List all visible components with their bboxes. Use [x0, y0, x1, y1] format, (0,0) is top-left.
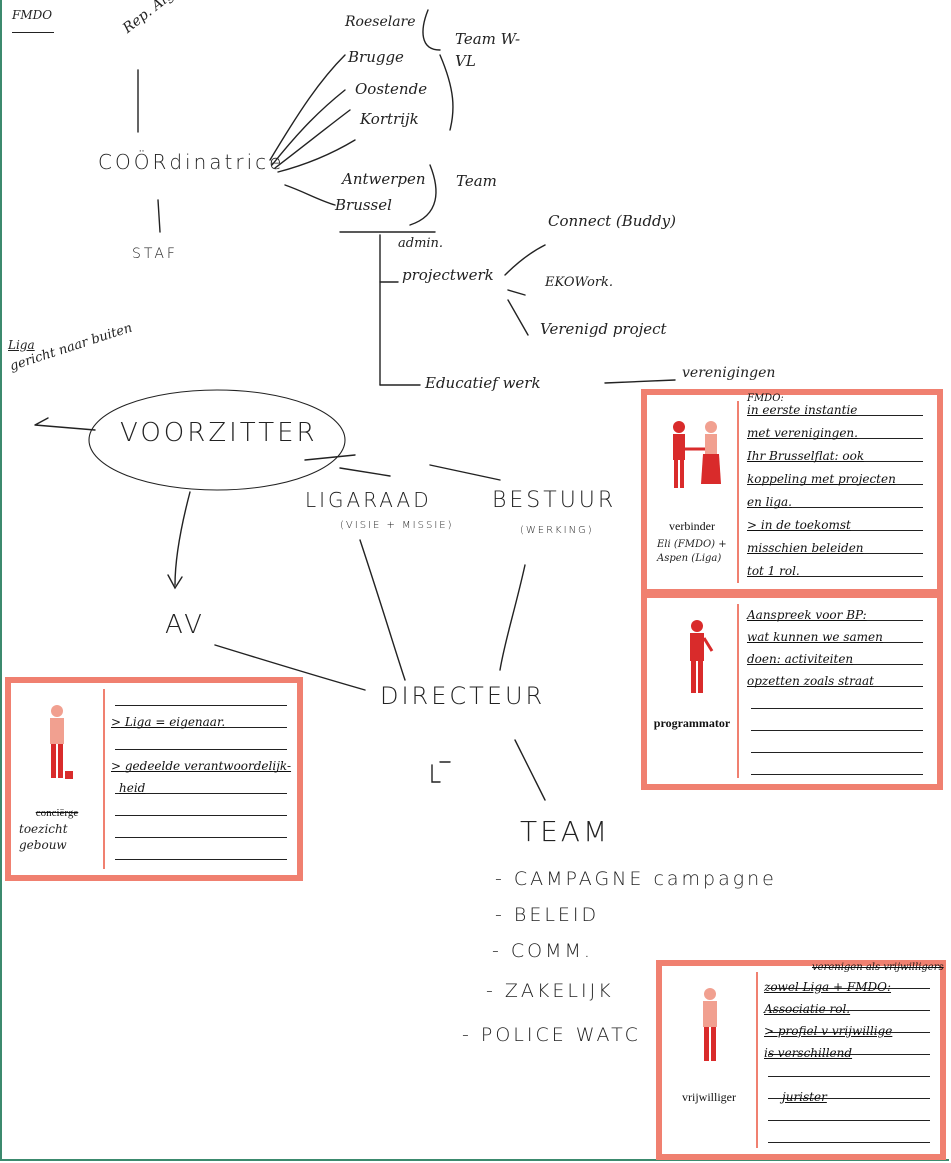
coordinator-label: COÖRdinatrice	[98, 150, 285, 174]
vrijwilliger-note-0: zowel Liga + FMDO:	[764, 980, 892, 994]
programmator-note-0: Aanspreek voor BP:	[747, 608, 867, 622]
team-item-beleid: - BELEID	[495, 904, 600, 926]
branch-ekowork: EKOWork.	[545, 275, 614, 290]
staf-label: STAF	[132, 246, 178, 262]
programmator-note-1: wat kunnen we samen	[747, 630, 883, 644]
city-antwerpen: Antwerpen	[342, 170, 426, 188]
line-coord-kortrijk	[277, 139, 356, 173]
team-label: Team	[456, 172, 497, 190]
city-brugge: Brugge	[348, 48, 404, 66]
verbinder-note-4: koppeling met projecten	[747, 472, 896, 486]
ligaraad-sub: (VISIE + MISSIE)	[340, 520, 454, 531]
voorzitter-ellipse	[88, 389, 346, 491]
team-item-zakelijk: - ZAKELIJK	[486, 980, 614, 1002]
vrijwilliger-note-4: jurister	[782, 1090, 827, 1104]
verbinder-note-3: Ihr Brusselflat: ook	[747, 449, 865, 463]
concierge-note-2: heid	[119, 781, 146, 795]
verbinder-note-6: > in de toekomst	[747, 518, 851, 532]
ligaraad-label: LIGARAAD	[305, 488, 432, 512]
verbinder-note-0: FMDO:	[747, 393, 784, 404]
concierge-note-0: > Liga = eigenaar.	[111, 715, 226, 729]
card-vrijwilliger: vrijwilliger verenigen als vrijwilligers…	[656, 960, 946, 1160]
card-concierge: conciërge toezicht gebouw > Liga = eigen…	[5, 677, 303, 881]
card-verbinder: verbinder Eli (FMDO) + Aspen (Liga) FMDO…	[641, 389, 943, 595]
bestuur-sub: (WERKING)	[520, 525, 594, 536]
voorzitter-label: VOORZITTER	[120, 418, 318, 448]
line-coord-oostende	[274, 109, 351, 169]
programmator-figure-icon	[690, 620, 714, 693]
line-coord-brugge	[271, 89, 346, 166]
city-kortrijk: Kortrijk	[360, 110, 419, 128]
city-brussel: Brussel	[335, 196, 392, 214]
team-item-comm: - COMM.	[492, 940, 593, 962]
city-roeselare: Roeselare	[345, 14, 416, 30]
av-label: AV	[165, 610, 205, 640]
programmator-note-3: opzetten zoals straat	[747, 674, 874, 688]
vrijwilliger-note-1: Associatie rol.	[764, 1002, 851, 1016]
verbinder-note-8: tot 1 rol.	[747, 564, 800, 578]
liga-note-top: Liga	[8, 338, 35, 352]
concierge-note-1: > gedeelde verantwoordelijk-	[111, 759, 292, 773]
team-wvl-label: Team W-VL	[455, 30, 521, 70]
header-label: FMDO	[12, 8, 53, 22]
team-heading: TEAM	[520, 815, 611, 848]
branch-educatief: Educatief werk	[425, 374, 541, 392]
verbinder-note-5: en liga.	[747, 495, 792, 509]
vrijwilliger-top-note: verenigen als vrijwilligers	[812, 962, 944, 973]
vrijwilliger-note-2: > profiel v vrijwillige	[764, 1024, 893, 1038]
branch-admin: admin.	[398, 236, 444, 251]
line-coord-roeselare	[269, 54, 346, 161]
branch-verenigd: Verenigd project	[540, 320, 667, 338]
verbinder-note-2: met verenigingen.	[747, 426, 858, 440]
directeur-label: DIRECTEUR	[380, 682, 546, 710]
vrijwilliger-figure-icon	[703, 988, 717, 1061]
verbinder-note-1: in eerste instantie	[747, 403, 858, 417]
concierge-figure-icon	[50, 705, 73, 779]
verbinder-role: verbinder	[669, 519, 715, 533]
concierge-role: conciërge	[35, 807, 79, 819]
vrijwilliger-note-3: is verschillend	[764, 1046, 853, 1060]
verbinder-figure-icon	[673, 421, 721, 488]
verbinder-note-7: misschien beleiden	[747, 541, 864, 555]
branch-projectwerk: projectwerk	[402, 266, 494, 284]
team-item-police-watch: - POLICE WATC	[462, 1024, 641, 1046]
programmator-role: programmator	[653, 716, 731, 730]
vrijwilliger-role: vrijwilliger	[682, 1090, 736, 1104]
card-programmator: programmator Aanspreek voor BP: wat kunn…	[641, 592, 943, 790]
branch-verenigingen: verenigingen	[682, 365, 776, 381]
branch-connect: Connect (Buddy)	[548, 212, 676, 230]
team-item-campagne: - CAMPAGNE campagne	[495, 868, 777, 890]
line-coord-staf	[157, 199, 161, 233]
programmator-note-2: doen: activiteiten	[747, 652, 854, 666]
line-coord-brussel	[284, 184, 336, 206]
verbinder-names: Eli (FMDO) + Aspen (Liga)	[657, 539, 727, 564]
header-underline	[12, 32, 54, 33]
bestuur-label: BESTUUR	[492, 488, 617, 513]
city-oostende: Oostende	[355, 80, 428, 98]
concierge-handwritten: toezicht gebouw	[19, 822, 68, 852]
